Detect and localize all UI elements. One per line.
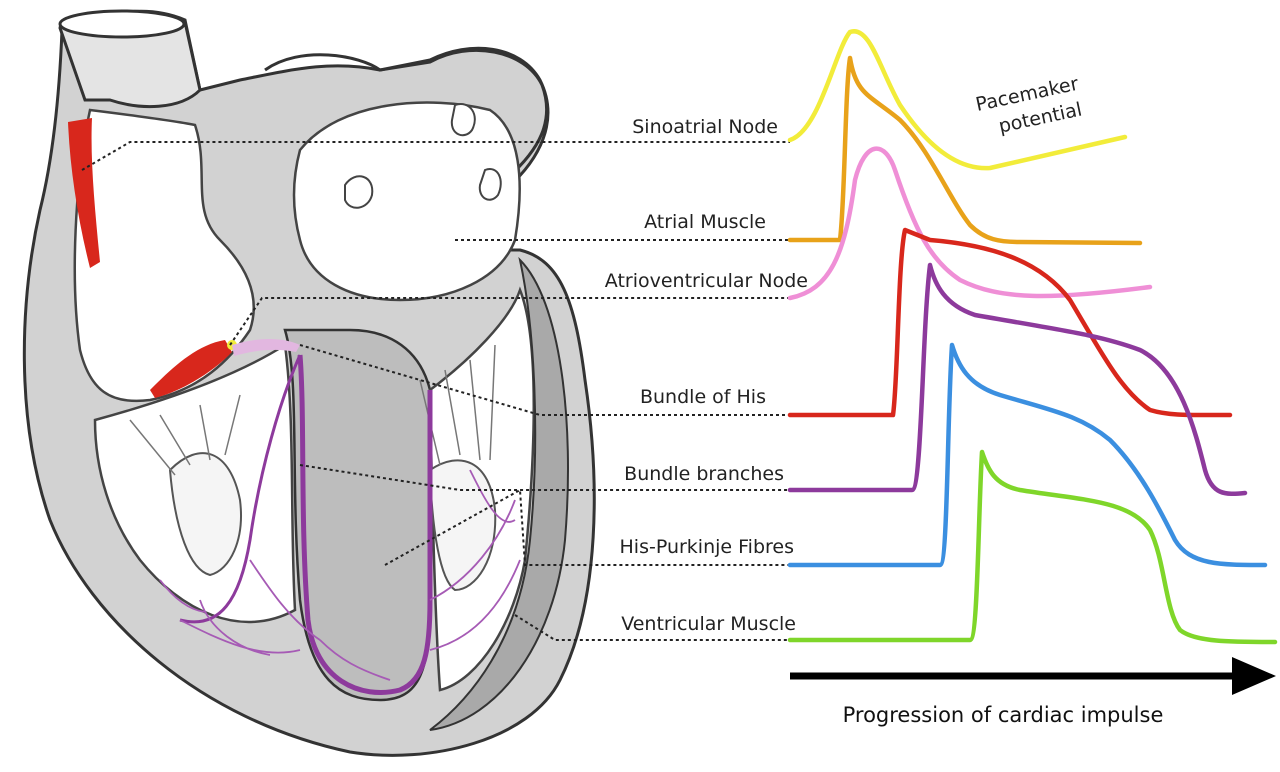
- arrow-head: [1232, 657, 1276, 695]
- heart-illustration: [24, 11, 594, 755]
- label-sinoatrial-node: Sinoatrial Node: [632, 116, 778, 138]
- trace-ventricular: [790, 452, 1275, 642]
- label-ventricular-muscle: Ventricular Muscle: [621, 613, 796, 635]
- label-atrial-muscle: Atrial Muscle: [644, 211, 766, 233]
- pulmonary-vein-2: [452, 104, 475, 135]
- vena-cava-opening: [60, 11, 184, 37]
- progression-caption: Progression of cardiac impulse: [843, 703, 1164, 727]
- trace-atrial: [790, 58, 1140, 243]
- progression-arrow: [790, 657, 1276, 695]
- label-av-node: Atrioventricular Node: [605, 270, 808, 292]
- structure-labels: Sinoatrial Node Atrial Muscle Atrioventr…: [605, 116, 808, 635]
- trace-bundle-branches: [790, 265, 1245, 494]
- trace-purkinje: [790, 345, 1265, 565]
- pulmonary-vein-1: [345, 176, 372, 208]
- label-bundle-of-his: Bundle of His: [640, 386, 766, 408]
- pulmonary-vein-3: [480, 169, 501, 200]
- left-atrium-cavity: [294, 103, 520, 300]
- label-purkinje-fibres: His-Purkinje Fibres: [620, 536, 795, 558]
- pacemaker-annotation: Pacemaker potential: [974, 73, 1086, 142]
- label-bundle-branches: Bundle branches: [624, 463, 784, 485]
